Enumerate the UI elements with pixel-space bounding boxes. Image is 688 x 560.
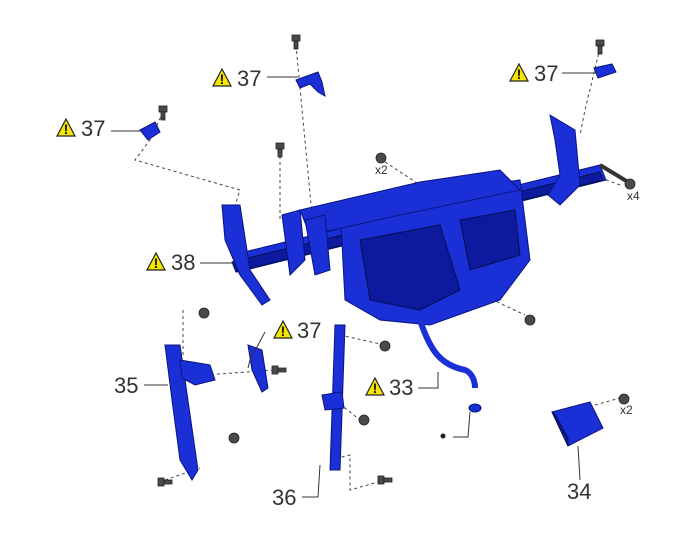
- svg-text:!: !: [281, 323, 286, 339]
- callout-38: 38: [171, 250, 195, 275]
- bolt-icon: [157, 477, 173, 487]
- nut-icon: [524, 314, 536, 326]
- control-module-34: [551, 401, 604, 447]
- quantity-x2-right: x2: [620, 403, 633, 417]
- bolt-icon: [271, 365, 287, 375]
- bolt-icon: [275, 142, 285, 158]
- brace-36: [321, 324, 346, 471]
- bracket-37-center: [247, 344, 269, 393]
- caution-triangle-icon: !: [212, 67, 232, 87]
- bolt-icon: [377, 475, 393, 485]
- callout-37-top-center: 37: [237, 66, 261, 91]
- callout-36: 36: [272, 485, 296, 510]
- callout-37-center: 37: [297, 318, 321, 343]
- instrument-panel-reinforcement: [221, 113, 607, 326]
- quantity-x4: x4: [627, 189, 640, 203]
- callout-37-left: 37: [81, 116, 105, 141]
- bolt-icon: [158, 105, 168, 121]
- nut-icon: [375, 152, 387, 164]
- caution-triangle-icon: !: [509, 62, 529, 82]
- brace-35: [164, 344, 216, 481]
- bolt-icon: [291, 34, 301, 50]
- fasteners: [157, 34, 636, 487]
- bracket-37-top-center: [295, 71, 326, 97]
- drain-hose-33: [417, 319, 482, 439]
- bracket-37-left: [139, 121, 161, 141]
- nut-icon: [358, 414, 370, 426]
- bracket-37-top-right: [593, 63, 617, 79]
- caution-triangle-icon: !: [146, 251, 166, 271]
- svg-text:!: !: [154, 255, 159, 271]
- caution-triangle-icon: !: [56, 117, 76, 137]
- nut-icon: [379, 340, 391, 352]
- caution-triangle-icon: !: [365, 376, 385, 396]
- callout-37-top-right: 37: [534, 61, 558, 86]
- nut-icon: [618, 393, 630, 405]
- svg-text:!: !: [517, 66, 522, 82]
- nut-icon: [228, 432, 240, 444]
- bolt-icon: [598, 163, 636, 190]
- callout-33: 33: [389, 375, 413, 400]
- svg-text:!: !: [64, 121, 69, 137]
- quantity-x2-top: x2: [375, 163, 388, 177]
- callout-34: 34: [567, 479, 591, 504]
- callout-leaders: [111, 72, 596, 498]
- nut-icon: [198, 307, 210, 319]
- svg-text:!: !: [373, 380, 378, 396]
- callout-35: 35: [114, 373, 138, 398]
- caution-triangle-icon: !: [273, 319, 293, 339]
- bolt-icon: [595, 39, 605, 55]
- svg-text:!: !: [220, 71, 225, 87]
